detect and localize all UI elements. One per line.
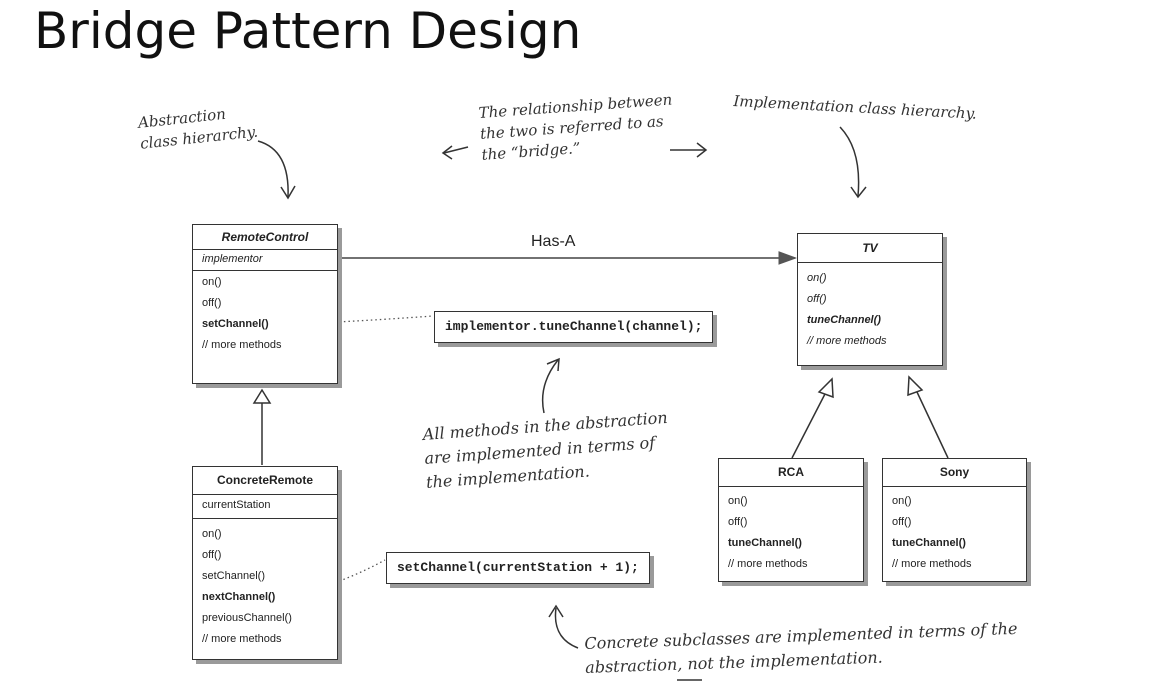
method: off() <box>202 549 222 561</box>
class-methods: on() off() tuneChannel() // more methods <box>798 263 942 356</box>
class-sony: Sony on() off() tuneChannel() // more me… <box>882 458 1027 582</box>
class-methods: on() off() tuneChannel() // more methods <box>719 487 863 579</box>
concrete-note-emphasis: not <box>687 653 715 674</box>
method: // more methods <box>892 558 972 570</box>
method: previousChannel() <box>202 612 292 624</box>
arrow-implementation-head <box>850 186 867 199</box>
class-fields: implementor <box>193 250 337 271</box>
method: on() <box>202 276 222 288</box>
arrow-concrete-head <box>548 604 564 618</box>
arrow-all-methods-note <box>541 359 559 414</box>
has-a-label: Has-A <box>531 233 576 250</box>
class-remotecontrol: RemoteControl implementor on() off() set… <box>192 224 338 384</box>
concrete-note-word: the implementation. <box>718 647 883 673</box>
class-tv: TV on() off() tuneChannel() // more meth… <box>797 233 943 366</box>
method: on() <box>807 272 827 284</box>
class-name: ConcreteRemote <box>193 467 337 495</box>
class-name: RemoteControl <box>193 225 337 250</box>
arrow-all-methods-head <box>546 357 560 372</box>
method: off() <box>892 516 912 528</box>
method: off() <box>202 297 222 309</box>
class-name: Sony <box>883 459 1026 487</box>
method-tunechannel: tuneChannel() <box>892 537 966 549</box>
code-set-channel-impl: implementor.tuneChannel(channel); <box>434 311 714 343</box>
method: // more methods <box>202 633 282 645</box>
class-methods: on() off() tuneChannel() // more methods <box>883 487 1026 579</box>
method: // more methods <box>807 335 887 347</box>
class-methods: on() off() setChannel() // more methods <box>193 271 337 360</box>
class-concreteremote: ConcreteRemote currentStation on() off()… <box>192 466 338 660</box>
method: on() <box>202 528 222 540</box>
inherit-sony-line <box>916 391 949 459</box>
method: // more methods <box>728 558 808 570</box>
arrow-abstraction-note <box>257 140 289 198</box>
arrow-concrete-note <box>554 607 579 649</box>
field: implementor <box>202 253 263 265</box>
class-methods: on() off() setChannel() nextChannel() pr… <box>193 519 337 654</box>
arrow-bridge-left-head <box>441 145 453 160</box>
method-tunechannel: tuneChannel() <box>728 537 802 549</box>
class-rca: RCA on() off() tuneChannel() // more met… <box>718 458 864 582</box>
method: off() <box>728 516 748 528</box>
method: off() <box>807 293 827 305</box>
inherit-rca-triangle <box>817 377 834 399</box>
slide-title: Bridge Pattern Design <box>34 2 582 60</box>
method: on() <box>728 495 748 507</box>
arrow-bridge-right-head <box>696 142 708 158</box>
method: on() <box>892 495 912 507</box>
inherit-rca-line <box>791 391 827 459</box>
code-next-channel-impl: setChannel(currentStation + 1); <box>386 552 650 584</box>
dotted-link-nextchannel <box>273 559 386 599</box>
arrow-implementation-note <box>839 126 860 197</box>
method: setChannel() <box>202 570 265 582</box>
field: currentStation <box>202 499 271 511</box>
arrow-bridge-left <box>443 146 469 154</box>
method-nextchannel: nextChannel() <box>202 591 276 603</box>
concrete-note-word: abstraction, <box>584 654 683 677</box>
class-name: TV <box>798 234 942 263</box>
class-name: RCA <box>719 459 863 487</box>
arrow-abstraction-head <box>280 185 296 200</box>
method-setchannel: setChannel() <box>202 318 269 330</box>
bridge-note: The relationship between the two is refe… <box>478 89 676 165</box>
inherit-concreteremote-triangle <box>252 388 272 404</box>
method: // more methods <box>202 339 282 351</box>
method-tunechannel: tuneChannel() <box>807 314 881 326</box>
inherit-sony-triangle <box>907 375 924 397</box>
class-fields: currentStation <box>193 495 337 519</box>
